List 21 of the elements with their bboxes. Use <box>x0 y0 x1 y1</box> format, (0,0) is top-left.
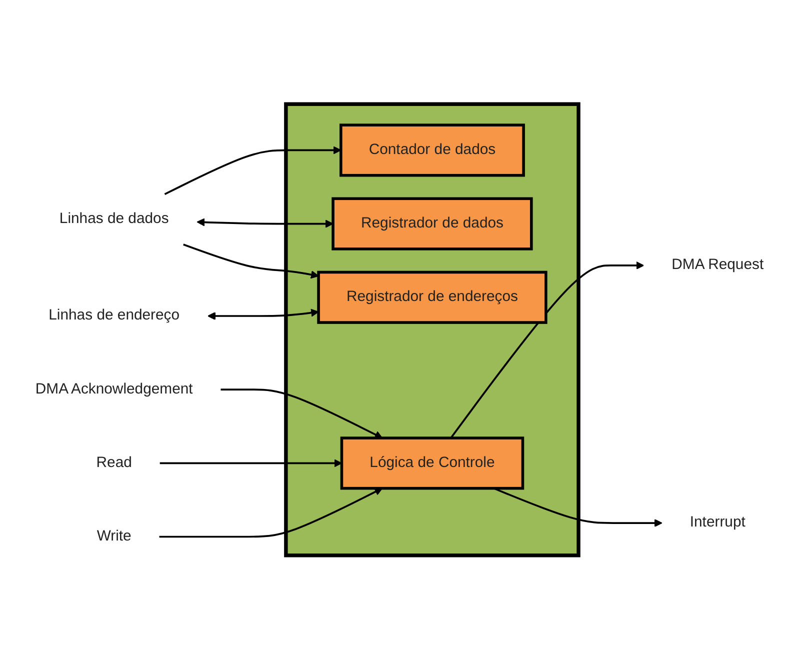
arrow <box>220 388 383 438</box>
node-box: Lógica de Controle <box>340 436 524 490</box>
arrow <box>493 487 662 528</box>
node-text: Linhas de endereço <box>48 308 180 324</box>
node-box: Registrador de dados <box>332 197 533 250</box>
node-text: Read <box>96 454 132 471</box>
node-box: Registrador de endereços <box>317 270 548 324</box>
node-text: DMA Acknowledgement <box>35 381 193 398</box>
arrow <box>164 146 342 196</box>
node-text: DMA Request <box>672 257 764 273</box>
cluster <box>284 102 580 558</box>
arrow <box>208 308 319 320</box>
arrow <box>160 459 342 468</box>
node-text: Linhas de dados <box>59 210 169 227</box>
arrow <box>450 261 644 439</box>
arrow <box>196 218 334 228</box>
node-box: Contador de dados <box>340 124 525 177</box>
node-text: Interrupt <box>690 514 746 530</box>
arrow <box>159 488 383 538</box>
node-text: Write <box>96 528 132 544</box>
arrow <box>183 244 319 279</box>
